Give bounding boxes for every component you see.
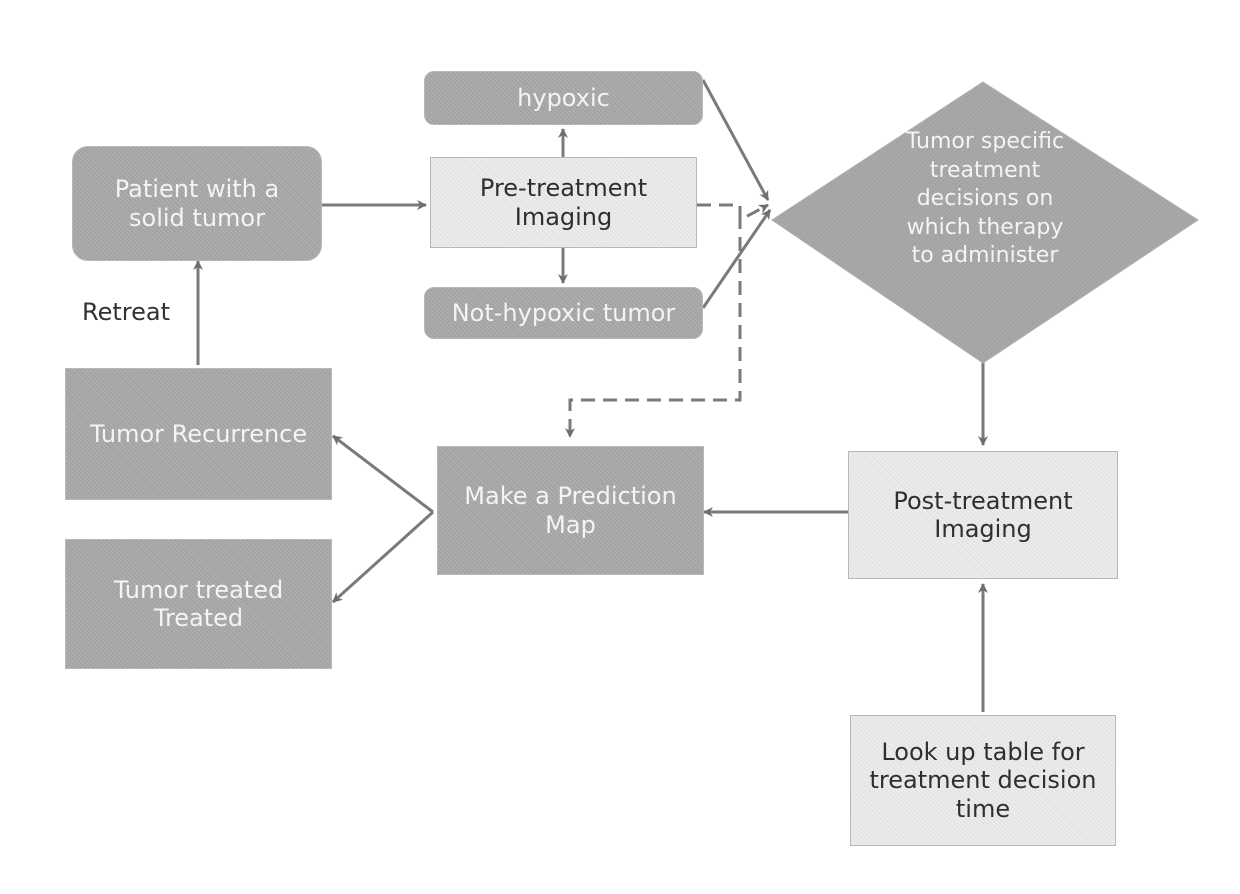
- patient-line-1: Patient with a: [115, 175, 279, 203]
- recurrence-label: Tumor Recurrence: [90, 420, 307, 448]
- treated-line-1: Tumor treated: [114, 576, 283, 604]
- pre-imaging-node: Pre-treatment Imaging: [430, 157, 697, 248]
- lookup-line-3: time: [956, 795, 1010, 823]
- treated-node: Tumor treated Treated: [65, 539, 332, 669]
- recurrence-node: Tumor Recurrence: [65, 368, 332, 500]
- pre-imaging-line-2: Imaging: [515, 203, 613, 231]
- lookup-line-1: Look up table for: [881, 738, 1084, 766]
- retreat-label: Retreat: [82, 298, 170, 326]
- treated-line-2: Treated: [154, 604, 243, 632]
- not-hypoxic-label: Not-hypoxic tumor: [452, 299, 676, 327]
- arrow-prediction-to-recurrence: [333, 436, 433, 512]
- post-imaging-line-2: Imaging: [934, 515, 1032, 543]
- pre-imaging-line-1: Pre-treatment: [480, 174, 647, 202]
- prediction-node: Make a Prediction Map: [437, 446, 704, 575]
- prediction-line-1: Make a Prediction: [464, 482, 676, 510]
- decision-line-3: decisions on: [917, 185, 1054, 214]
- arrow-nothypoxic-to-decision: [703, 210, 770, 308]
- lookup-line-2: treatment decision: [870, 766, 1097, 794]
- decision-line-5: to administer: [912, 242, 1059, 271]
- patient-node: Patient with a solid tumor: [72, 146, 322, 261]
- prediction-line-2: Map: [545, 511, 596, 539]
- post-imaging-line-1: Post-treatment: [893, 487, 1072, 515]
- decision-line-2: treatment: [930, 157, 1040, 186]
- hypoxic-node: hypoxic: [424, 71, 703, 125]
- arrow-hypoxic-to-decision: [703, 80, 768, 200]
- patient-line-2: solid tumor: [129, 204, 265, 232]
- decision-line-4: which therapy: [907, 214, 1064, 243]
- not-hypoxic-node: Not-hypoxic tumor: [424, 287, 703, 339]
- dashed-arrow-preimaging-to-decision: [697, 205, 768, 220]
- hypoxic-label: hypoxic: [517, 84, 610, 112]
- lookup-node: Look up table for treatment decision tim…: [850, 715, 1116, 846]
- post-imaging-node: Post-treatment Imaging: [848, 451, 1118, 579]
- decision-text: Tumor specific treatment decisions on wh…: [860, 128, 1110, 271]
- arrow-prediction-to-treated: [333, 512, 433, 602]
- decision-line-1: Tumor specific: [906, 128, 1064, 157]
